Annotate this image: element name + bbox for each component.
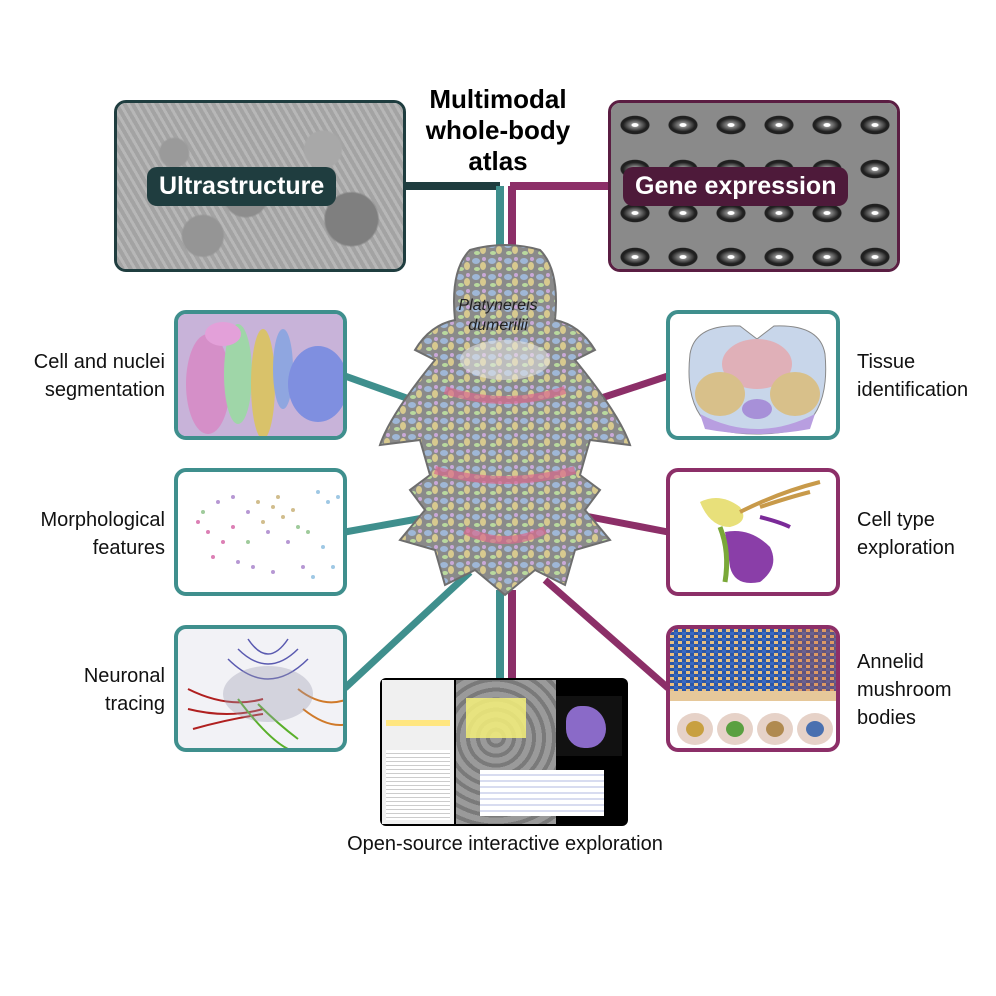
tissue-label-line-2: identification xyxy=(857,379,969,401)
species-line-1: Platynereis xyxy=(458,297,538,314)
specimen-body xyxy=(378,244,632,597)
morphology-panel xyxy=(174,468,347,596)
mushroom-panel xyxy=(666,625,840,752)
software-table xyxy=(480,770,604,816)
tissue-image xyxy=(688,325,827,435)
segmentation-label: Cell and nuclei segmentation xyxy=(10,348,165,404)
celltype-label-line-2: exploration xyxy=(857,537,955,559)
mushroom-label: Annelid mushroom bodies xyxy=(857,648,996,732)
connector-celltype xyxy=(579,511,669,536)
software-screenshot xyxy=(380,678,628,826)
morphology-image xyxy=(196,490,340,579)
specimen-label-bg xyxy=(460,340,550,380)
neuronal-label-line-2: tracing xyxy=(104,693,165,715)
software-3d-view xyxy=(556,696,622,756)
ultrastructure-label: Ultrastructure xyxy=(147,167,337,206)
neuronal-panel xyxy=(174,625,347,752)
neuronal-label: Neuronal tracing xyxy=(10,662,165,718)
connector-neuronal xyxy=(342,569,473,691)
specimen-muscle xyxy=(433,386,577,544)
gene-expression-panel: Gene expression xyxy=(608,100,900,272)
species-line-2: dumerilii xyxy=(468,317,528,334)
celltype-label-line-1: Cell type xyxy=(857,509,935,531)
segmentation-label-line-2: segmentation xyxy=(44,379,165,401)
mushroom-image xyxy=(670,629,836,745)
mushroom-label-line-1: Annelid xyxy=(857,651,924,673)
segmentation-panel xyxy=(174,310,347,440)
gene-expression-label: Gene expression xyxy=(623,167,849,206)
segmentation-image xyxy=(178,314,343,436)
morphology-label-line-2: features xyxy=(92,537,165,559)
specimen-image xyxy=(378,244,632,597)
tissue-panel xyxy=(666,310,840,440)
morphology-label: Morphological features xyxy=(10,506,165,562)
celltype-image xyxy=(700,480,821,583)
software-control-panel xyxy=(382,680,454,824)
neuronal-image xyxy=(187,638,343,748)
bottom-label: Open-source interactive exploration xyxy=(347,833,663,855)
title-line-3: atlas xyxy=(468,146,528,176)
title-line-1: Multimodal xyxy=(429,84,567,114)
morphology-label-line-1: Morphological xyxy=(40,509,165,531)
segmentation-label-line-1: Cell and nuclei xyxy=(33,351,165,373)
tissue-label-line-1: Tissue xyxy=(857,351,916,373)
mushroom-label-line-3: bodies xyxy=(857,707,916,729)
tissue-label: Tissue identification xyxy=(857,348,996,404)
ultrastructure-panel: Ultrastructure xyxy=(114,100,406,272)
neuronal-label-line-1: Neuronal xyxy=(83,665,165,687)
mushroom-label-line-2: mushroom xyxy=(857,679,952,701)
species-name: Platynereis dumerilii xyxy=(440,296,556,336)
celltype-panel xyxy=(666,468,840,596)
atlas-title: Multimodal whole-body atlas xyxy=(398,84,598,177)
celltype-label: Cell type exploration xyxy=(857,506,996,562)
title-line-2: whole-body xyxy=(425,115,571,145)
connector-mushroom xyxy=(542,577,671,691)
